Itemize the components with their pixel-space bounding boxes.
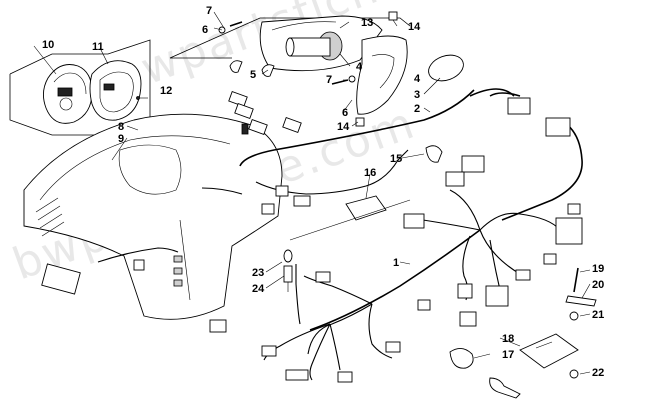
clip-fastener-bottom: [355, 117, 365, 127]
retaining-ring: [428, 54, 464, 82]
callout-11: 11: [92, 41, 104, 53]
main-wiring-harness: [97, 88, 583, 381]
connector-1: [228, 90, 248, 108]
ignition-key-fob: [449, 348, 474, 369]
callout-6-bottom: 6: [342, 107, 348, 119]
callout-7-top: 7: [206, 5, 212, 17]
callout-21: 21: [592, 309, 604, 321]
connector-lower-b: [209, 319, 227, 333]
callout-19: 19: [592, 263, 604, 275]
connector-block-3: [459, 311, 477, 327]
connector-small-right: [567, 203, 581, 215]
mounting-strap: [565, 295, 597, 307]
connector-block-2: [457, 283, 473, 299]
bolt: [573, 267, 579, 293]
socket-left: [229, 60, 243, 73]
callout-9: 9: [118, 133, 124, 145]
headlight-lamp: [285, 31, 343, 61]
small-parts: [283, 249, 597, 399]
callout-3: 3: [414, 89, 420, 101]
connector-center-b: [445, 171, 465, 187]
socket-right: [261, 64, 275, 77]
washer-bottom: [348, 75, 356, 83]
callout-5: 5: [250, 69, 256, 81]
connector-2: [234, 102, 254, 120]
speedometer-assembly: [9, 39, 151, 136]
connector-center-c: [403, 213, 425, 229]
leader-lines: [33, 11, 591, 375]
connector-dash-small: [133, 259, 145, 271]
connector-block: [485, 285, 509, 307]
callout-23: 23: [252, 267, 264, 279]
connector-mid-a: [293, 195, 311, 207]
connector-small-mid: [417, 299, 431, 311]
callout-16: 16: [364, 167, 376, 179]
harness-clip: [425, 145, 443, 163]
connector-right-top: [507, 97, 531, 115]
callout-10: 10: [42, 39, 54, 51]
callout-2: 2: [414, 103, 420, 115]
callout-1: 1: [393, 257, 399, 269]
harness-module-pad: [345, 195, 387, 221]
connector-lower-e: [337, 371, 353, 383]
connector-center-a: [461, 155, 485, 173]
sensor-bulb: [283, 249, 293, 263]
connector-lower-a: [315, 271, 331, 283]
dash-nose-panel: [23, 113, 283, 320]
connector-lower-f: [385, 341, 401, 353]
screw-bottom: [331, 79, 349, 85]
speedometer-gauge: [43, 64, 93, 124]
callout-22: 22: [592, 367, 604, 379]
callout-15: 15: [390, 153, 402, 165]
connector-large-right: [555, 217, 583, 245]
control-module: [519, 333, 579, 369]
callout-8: 8: [118, 121, 124, 133]
headlight-cover: [356, 35, 408, 115]
connector-mid-b: [261, 203, 275, 215]
callout-7-bottom: 7: [326, 74, 332, 86]
callout-13: 13: [361, 17, 373, 29]
vent-slats-right: [173, 255, 183, 287]
connector-small-right-2: [543, 253, 557, 265]
connector-4: [282, 116, 302, 134]
connector-boot: [241, 123, 249, 135]
speedometer-bezel: [89, 60, 142, 121]
callout-12: 12: [160, 85, 172, 97]
sensor-body: [283, 265, 293, 283]
connectors: [41, 90, 583, 383]
callout-4-right: 4: [414, 73, 421, 85]
headlight-pod-assembly: [169, 11, 464, 127]
callout-4-top: 4: [356, 61, 363, 73]
screw-top: [229, 21, 243, 27]
callout-20: 20: [592, 279, 604, 291]
flat-washer: [569, 311, 579, 321]
clip-fastener-top: [388, 11, 398, 21]
callout-6-top: 6: [202, 24, 208, 36]
callout-24: 24: [252, 283, 265, 295]
connector-3: [248, 118, 268, 136]
callout-14-bottom: 14: [337, 121, 350, 133]
connector-dash-plug: [41, 263, 81, 295]
connector-small-right-3: [515, 269, 531, 281]
connector-lower-d: [285, 369, 309, 381]
lock-nut: [569, 369, 579, 379]
callout-14-top: 14: [408, 21, 421, 33]
connector-lower-c: [261, 345, 277, 357]
vent-slats: [35, 197, 65, 237]
connector-right-mid: [545, 117, 571, 137]
connector-mid-c: [275, 185, 289, 197]
callout-labels: 7 6 13 14 4 4 5 7 3 2 6 14 10 11 12 8 9 …: [42, 5, 604, 379]
callout-17: 17: [502, 349, 514, 361]
ignition-key: [489, 377, 521, 399]
callout-18: 18: [502, 333, 514, 345]
